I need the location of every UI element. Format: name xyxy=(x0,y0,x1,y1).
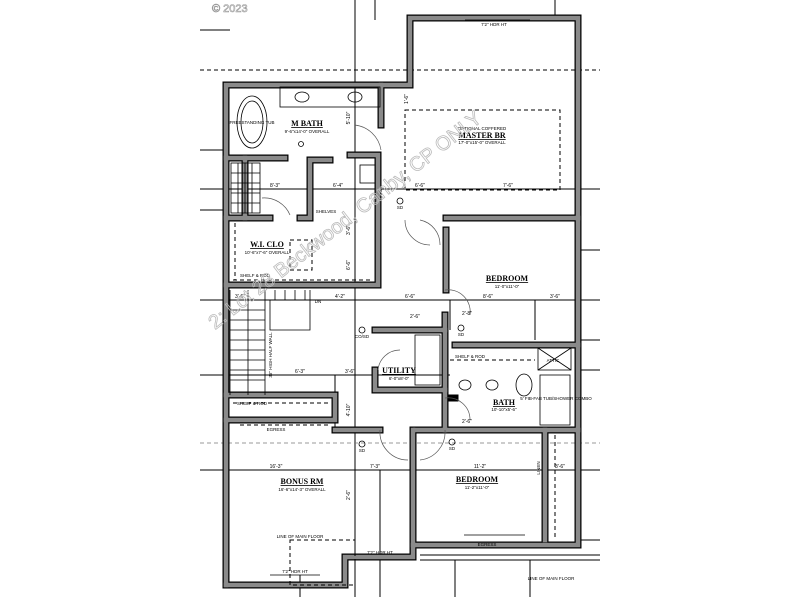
annotation-label: LINE OF MAIN FLOOR xyxy=(528,576,576,581)
annotation-label: 7'2" HDR HT xyxy=(481,22,507,27)
sink-icon xyxy=(458,379,472,391)
smoke-detector-icon xyxy=(448,438,456,446)
tub-icon xyxy=(236,95,268,149)
dimension-label: 3'-6" xyxy=(345,369,355,375)
stairs xyxy=(229,290,311,395)
dimension-label: 3'-6" xyxy=(550,294,560,300)
room-labels: M BATH 9'-6"x14'-0" OVERALL OPTIONAL COF… xyxy=(245,119,529,492)
annotation-label: SHELVES xyxy=(316,209,336,214)
annotation-label: ATTIC xyxy=(547,358,560,363)
sink-icon xyxy=(485,379,499,391)
sink-icon xyxy=(347,91,363,103)
dimension-label: 6'-4" xyxy=(333,183,343,189)
annotation-label: 16'-6"x14'-3" OVERALL xyxy=(278,487,326,492)
dimension-label: 8'-6" xyxy=(483,294,493,300)
dimension-label: 7'-6" xyxy=(503,183,513,189)
exhaust-fan-icon xyxy=(298,141,304,147)
dimension-label: 5'-10" xyxy=(346,111,352,124)
fixture-notes: FREESTANDING TUB 5' FIB-FAB TUB/SHOWER C… xyxy=(229,22,592,581)
annotation-label: SHELF & ROD xyxy=(240,273,271,278)
annotation-label: 5' FIB-FAB TUB/SHOWER COMBO xyxy=(520,396,592,401)
annotation-label: SD xyxy=(397,205,404,210)
tub-shower-icon xyxy=(539,374,571,426)
annotation-label: 9'-6"x14'-0" OVERALL xyxy=(285,129,330,134)
fixtures xyxy=(229,19,572,586)
dimension-label: 2'-6" xyxy=(410,314,420,320)
dimension-label: 2'-6" xyxy=(346,490,352,500)
annotation-label: SHELF & ROD xyxy=(455,354,486,359)
attic-hatch-icon xyxy=(537,347,572,371)
toilet-icon xyxy=(359,164,376,184)
dimension-label: 8'-3" xyxy=(270,183,280,189)
annotation-label: EGRESS xyxy=(478,542,497,547)
smoke-detector-icon xyxy=(396,197,404,205)
annotation-label: SD xyxy=(458,332,465,337)
dimension-label: 16'-3" xyxy=(270,464,283,470)
room-master-br: MASTER BR xyxy=(458,131,506,140)
room-m-bath: M BATH xyxy=(291,119,323,128)
room-bonus-rm: BONUS RM xyxy=(281,477,324,486)
room-wi-clo: W.I. CLO xyxy=(250,240,284,249)
annotation-label: SD xyxy=(359,448,366,453)
annotation-label: EGRESS xyxy=(267,427,286,432)
dimension-label: 2'-8" xyxy=(462,311,472,317)
annotation-label: CO/SD xyxy=(355,334,370,339)
dimension-label: 6'-3" xyxy=(295,369,305,375)
annotation-label: 7'2" HDR HT xyxy=(367,550,393,555)
shower-tile-icon xyxy=(230,162,261,214)
dimension-label: 2'-6" xyxy=(462,419,472,425)
dimension-label: 11'-2" xyxy=(474,464,487,470)
annotation-label: OPTIONAL COFFERED xyxy=(458,126,507,131)
dimension-label: 6'-6" xyxy=(415,183,425,189)
dimension-label: 6'-6" xyxy=(346,260,352,270)
dimension-labels: 8'-3" 6'-4" 6'-6" 7'-6" 3'-6" 4'-2" 6'-6… xyxy=(235,94,565,500)
annotation-label: 10'-6"x7'-6" OVERALL xyxy=(245,250,290,255)
dimension-label: 4'-2" xyxy=(335,294,345,300)
room-bedroom-1: BEDROOM xyxy=(486,274,529,283)
dimension-label: 7'-3" xyxy=(370,464,380,470)
sink-icon xyxy=(294,91,310,103)
copyright-text: © 2023 xyxy=(212,3,248,15)
co-detector-icon xyxy=(358,326,366,334)
smoke-detector-icon xyxy=(457,324,465,332)
smoke-detector-icon xyxy=(358,440,366,448)
dimension-lines xyxy=(200,0,600,597)
dimension-label: 6'-6" xyxy=(405,294,415,300)
dryer-icon xyxy=(414,334,441,386)
annotation-label: 10'-10"x5'-6" xyxy=(491,407,517,412)
annotation-label: 36" HIGH HALF WALL xyxy=(268,332,273,378)
room-bath: BATH xyxy=(493,398,516,407)
annotation-label: 11'-2"x11'-0" xyxy=(465,485,490,490)
annotation-label: SD xyxy=(449,446,456,451)
dimension-label: 3'-6" xyxy=(346,225,352,235)
room-utility: UTILITY xyxy=(382,366,416,375)
dimension-label: 3'-6" xyxy=(235,294,245,300)
annotation-label: FREESTANDING TUB xyxy=(229,120,274,125)
annotation-label: LINE OF MAIN FLOOR xyxy=(277,534,325,539)
dimension-label: 4'-10" xyxy=(346,403,352,416)
annotation-label: 6'-0"x8'-0" xyxy=(389,376,410,381)
room-bedroom-2: BEDROOM xyxy=(456,475,499,484)
annotation-label: 11'-0"x11'-0" xyxy=(495,284,520,289)
dimension-label: 1'-6" xyxy=(404,94,410,104)
annotation-label: 7'2" HDR HT xyxy=(282,569,308,574)
annotation-label: DN xyxy=(315,299,322,304)
annotation-label: SHELF & ROD xyxy=(237,401,268,406)
annotation-label: 17'-0"x15'-0" OVERALL xyxy=(458,140,506,145)
walls xyxy=(222,14,582,589)
dimension-label: 3'-6" xyxy=(555,464,565,470)
annotation-label: LINEN xyxy=(536,461,541,474)
toilet-icon xyxy=(515,373,533,397)
